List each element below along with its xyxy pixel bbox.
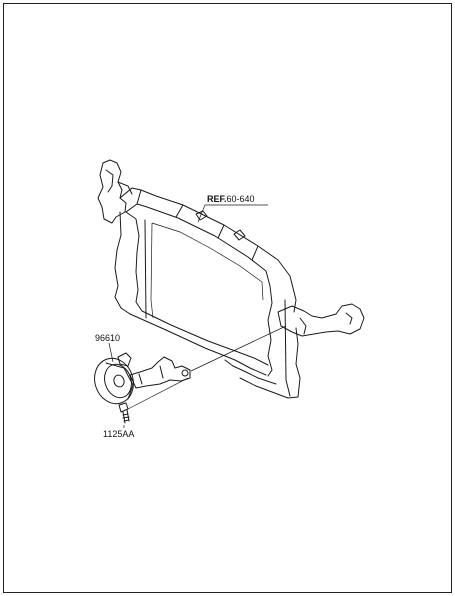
horn-assembly <box>94 352 191 424</box>
leader-ref <box>197 204 206 223</box>
diagram-border <box>3 3 452 593</box>
horn-connector <box>117 352 132 367</box>
bracket-hole <box>181 369 189 377</box>
horn-body <box>94 357 134 405</box>
reference-code: 60-640 <box>227 194 255 204</box>
radiator-support-panel <box>97 159 365 399</box>
leader-horn <box>108 342 114 363</box>
leader-bolt-to-bracket <box>127 377 189 410</box>
part-number-bolt: 1125AA <box>103 429 134 439</box>
leader-bracket-to-panel <box>190 325 287 372</box>
reference-label: REF.60-640 <box>207 194 255 204</box>
part-number-horn: 96610 <box>95 333 120 343</box>
reference-prefix: REF. <box>207 194 227 204</box>
horn-bracket <box>129 356 191 389</box>
